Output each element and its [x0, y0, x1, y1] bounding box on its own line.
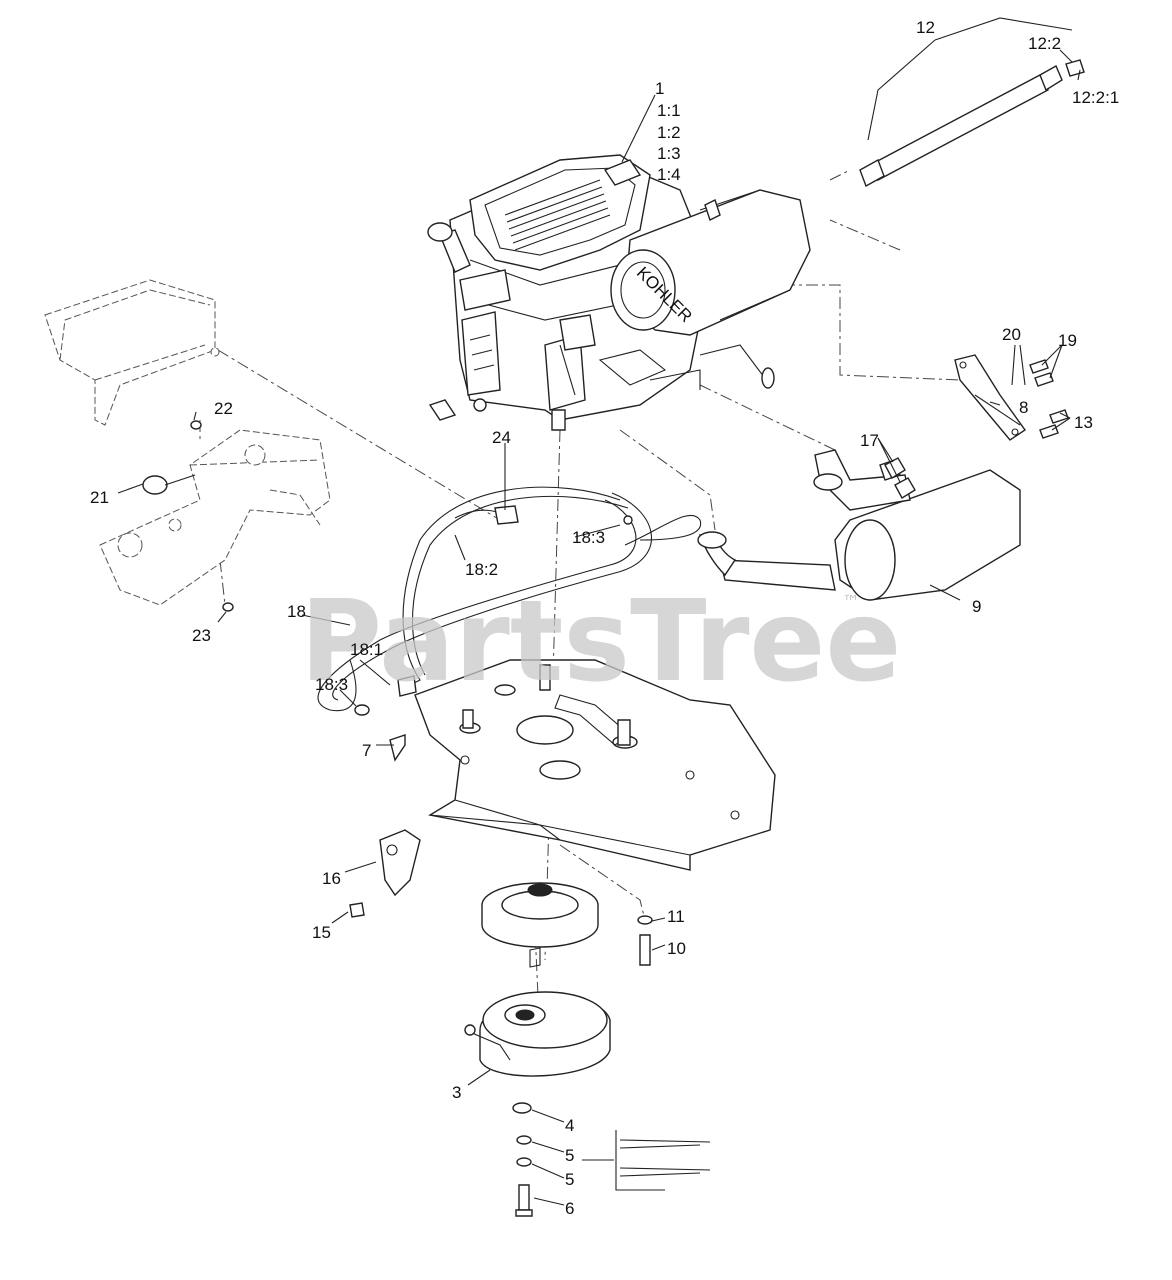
callout-18-1: 18:1	[350, 640, 383, 659]
callout-7: 7	[362, 741, 371, 760]
hydro-mount-bracket	[99, 429, 331, 606]
muffler-bracket	[954, 354, 1026, 441]
pto-clutch	[464, 991, 611, 1077]
clutch-hardware	[512, 1102, 533, 1217]
bolt-10-washer-11	[637, 915, 653, 966]
pin-7	[389, 734, 406, 762]
callout-leaders	[117, 17, 1081, 1206]
callout-5-lower: 5	[565, 1170, 574, 1189]
callout-4: 4	[565, 1116, 574, 1135]
callout-18-3-upper: 18:3	[572, 528, 605, 547]
callout-15: 15	[312, 923, 331, 942]
watermark: PartsTree ™	[300, 577, 901, 707]
callout-17: 17	[860, 431, 879, 450]
callout-24: 24	[492, 428, 511, 447]
callout-23: 23	[192, 626, 211, 645]
callout-10: 10	[667, 939, 686, 958]
callout-6: 6	[565, 1199, 574, 1218]
engine-deck-plate	[414, 659, 776, 871]
washer-profile-detail	[615, 1130, 711, 1191]
frame-bracket	[44, 279, 220, 426]
callout-9: 9	[972, 597, 981, 616]
callout-5-upper: 5	[565, 1146, 574, 1165]
idler-bracket	[349, 829, 421, 918]
callout-1: 1	[655, 79, 664, 98]
callout-22: 22	[214, 399, 233, 418]
callout-16: 16	[322, 869, 341, 888]
callout-1-4: 1:4	[657, 165, 681, 184]
pulley	[481, 882, 599, 968]
callout-21: 21	[90, 488, 109, 507]
blower-grille	[504, 179, 611, 251]
callout-18: 18	[287, 602, 306, 621]
oil-fill-cap	[427, 222, 471, 273]
callout-12-2: 12:2	[1028, 34, 1061, 53]
callout-labels: 1 1:1 1:2 1:3 1:4 12 12:2 12:2:1 20 19 8…	[90, 18, 1119, 1218]
fuel-line-assembly	[859, 59, 1085, 188]
callout-19: 19	[1058, 331, 1077, 350]
engine-assembly	[427, 154, 775, 431]
callout-1-3: 1:3	[657, 144, 681, 163]
watermark-trademark: ™	[842, 592, 860, 613]
callout-13: 13	[1074, 413, 1093, 432]
callout-20: 20	[1002, 325, 1021, 344]
callout-8: 8	[1019, 398, 1028, 417]
fuel-hose	[317, 486, 702, 716]
air-cleaner: KOHLER	[610, 189, 811, 336]
callout-11: 11	[667, 907, 685, 926]
callout-12: 12	[916, 18, 935, 37]
callout-1-1: 1:1	[657, 101, 681, 120]
parts-21-22-23	[142, 420, 234, 612]
callout-3: 3	[452, 1083, 461, 1102]
watermark-text: PartsTree	[300, 577, 901, 707]
callout-1-2: 1:2	[657, 123, 681, 142]
callout-18-3-lower: 18:3	[315, 675, 348, 694]
callout-12-2-1: 12:2:1	[1072, 88, 1119, 107]
callout-18-2: 18:2	[465, 560, 498, 579]
